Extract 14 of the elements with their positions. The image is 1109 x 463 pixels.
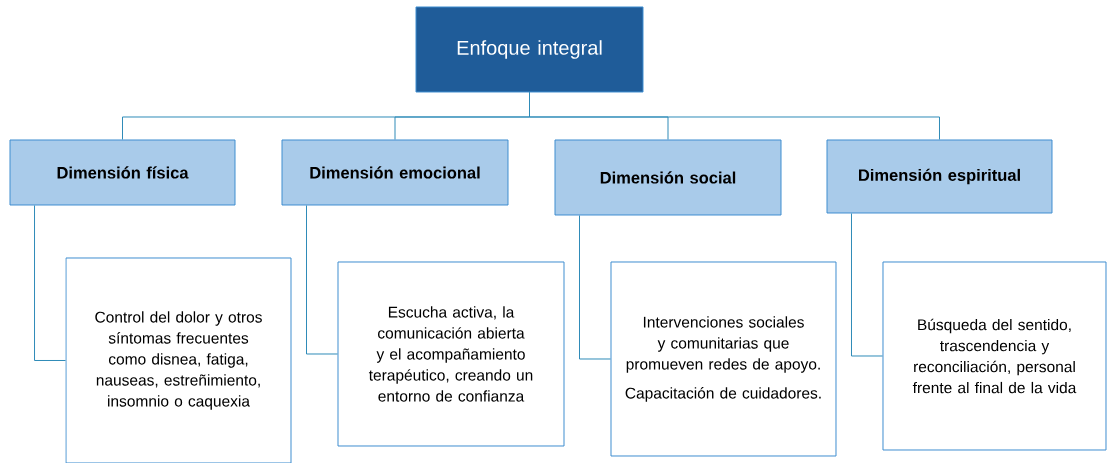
title-box: Enfoque integral — [415, 6, 644, 93]
dimension-box: Dimensión física — [9, 139, 236, 206]
connector-line — [34, 205, 66, 361]
connector-line — [306, 205, 338, 355]
dimension-box: Dimensión emocional — [281, 139, 509, 206]
dimension-box: Dimensión espiritual — [826, 139, 1053, 214]
connector-line — [529, 92, 940, 140]
description-box: Control del dolor y otros síntomas frecuentes como disnea, fatiga, nauseas, estreñimiento, insomnio o caquexia — [65, 257, 292, 463]
description-box: Escucha activa, la comunicación abierta y el acompañamiento terapéutico, creando un entorno de confianza — [337, 261, 565, 447]
connector-line — [851, 213, 883, 357]
connector-line — [579, 215, 611, 360]
description-box: Intervenciones sociales y comunitarias que promueven redes de apoyo. Capacitación de cuidadores. — [610, 261, 837, 457]
description-box: Búsqueda del sentido, trascendencia y reconciliación, personal frente al final de la vida — [882, 261, 1107, 451]
dimension-box: Dimensión social — [554, 139, 782, 216]
